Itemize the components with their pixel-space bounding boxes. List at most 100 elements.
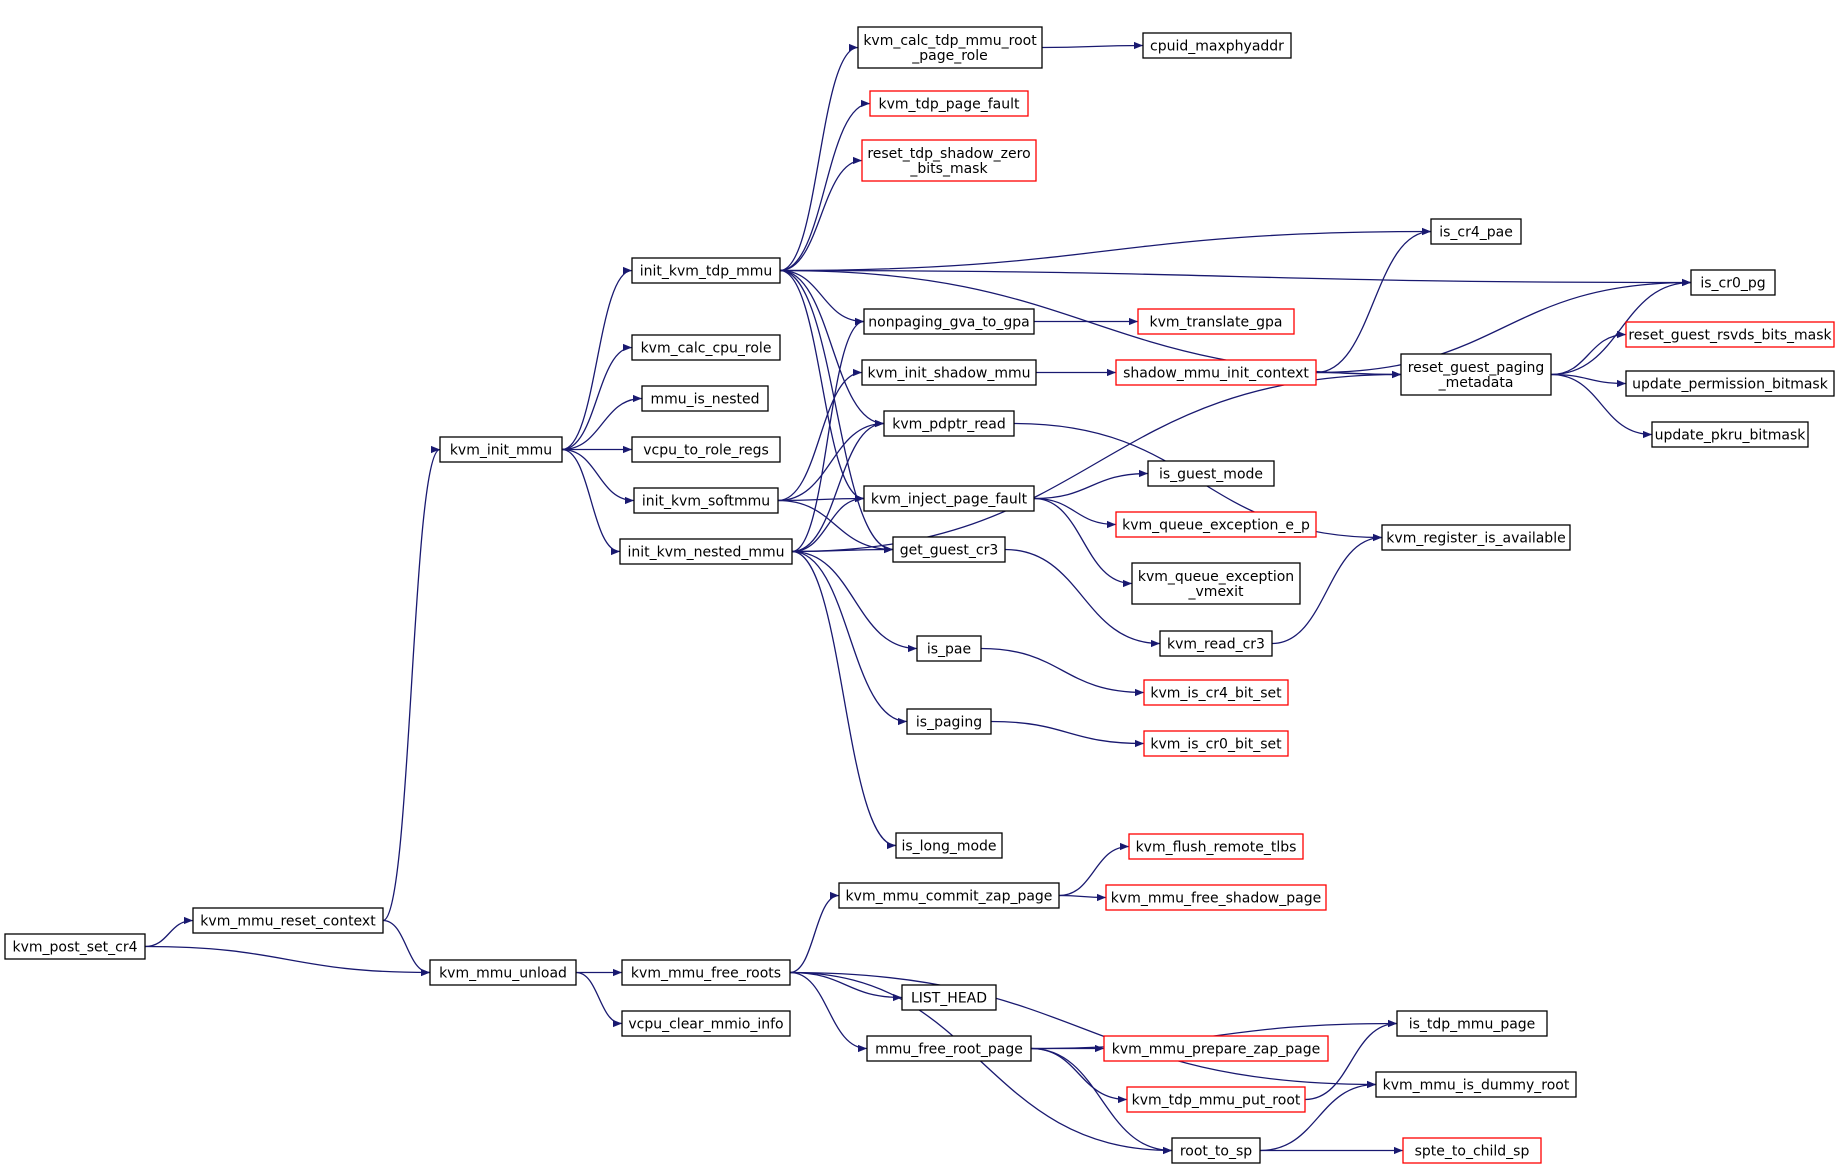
node-kvm_init_mmu[interactable]: kvm_init_mmu <box>439 436 563 463</box>
edge-init_kvm_nested_mmu-to-nonpaging_gva_to_gpa <box>791 317 865 553</box>
node-label: root_to_sp <box>1180 1144 1252 1160</box>
node-box <box>1375 1071 1577 1098</box>
edge-line <box>575 971 623 1028</box>
edge-line <box>1315 370 1402 379</box>
node-LIST_HEAD[interactable]: LIST_HEAD <box>901 984 997 1011</box>
node-kvm_init_shadow_mmu[interactable]: kvm_init_shadow_mmu <box>861 359 1037 386</box>
node-vcpu_to_role_regs[interactable]: vcpu_to_role_regs <box>631 436 781 463</box>
edge-kvm_init_mmu-to-init_kvm_tdp_mmu <box>561 266 633 451</box>
node-is_pae[interactable]: is_pae <box>916 635 982 662</box>
node-box <box>1105 884 1327 911</box>
edge-kvm_tdp_mmu_put_root-to-is_tdp_mmu_page <box>1304 1019 1398 1101</box>
node-label: kvm_flush_remote_tlbs <box>1136 840 1297 856</box>
node-label: update_permission_bitmask <box>1632 377 1829 393</box>
node-root_to_sp[interactable]: root_to_sp <box>1171 1137 1261 1164</box>
node-box <box>1103 1035 1329 1062</box>
node-box <box>1126 1086 1306 1113</box>
edge-line <box>382 446 441 922</box>
node-kvm_pdptr_read[interactable]: kvm_pdptr_read <box>883 410 1015 437</box>
node-reset_guest_rsvds_bits_mask[interactable]: reset_guest_rsvds_bits_mask <box>1625 321 1835 348</box>
node-kvm_is_cr0_bit_set[interactable]: kvm_is_cr0_bit_set <box>1143 730 1289 757</box>
node-kvm_inject_page_fault[interactable]: kvm_inject_page_fault <box>863 485 1035 512</box>
node-label: init_kvm_softmmu <box>642 494 770 510</box>
node-kvm_flush_remote_tlbs[interactable]: kvm_flush_remote_tlbs <box>1128 833 1304 860</box>
node-kvm_mmu_unload[interactable]: kvm_mmu_unload <box>429 959 577 986</box>
node-kvm_queue_exception_e_p[interactable]: kvm_queue_exception_e_p <box>1115 511 1317 538</box>
node-init_kvm_tdp_mmu[interactable]: init_kvm_tdp_mmu <box>631 257 781 284</box>
edge-kvm_mmu_commit_zap_page-to-kvm_flush_remote_tlbs <box>1058 842 1130 897</box>
edge-line <box>1550 278 1692 376</box>
edge-mmu_free_root_page-to-root_to_sp <box>1030 1047 1173 1155</box>
node-update_permission_bitmask[interactable]: update_permission_bitmask <box>1625 370 1835 397</box>
node-box <box>1115 359 1317 386</box>
edge-line <box>561 343 633 451</box>
node-label: kvm_mmu_commit_zap_page <box>846 889 1053 905</box>
edge-line <box>791 419 885 553</box>
edge-line <box>791 317 865 553</box>
node-init_kvm_softmmu[interactable]: init_kvm_softmmu <box>633 487 779 514</box>
node-box <box>861 139 1037 182</box>
node-kvm_translate_gpa[interactable]: kvm_translate_gpa <box>1137 308 1295 335</box>
node-init_kvm_nested_mmu[interactable]: init_kvm_nested_mmu <box>619 538 793 565</box>
node-kvm_register_is_available[interactable]: kvm_register_is_available <box>1381 524 1571 551</box>
node-label: _vmexit <box>1188 584 1244 600</box>
node-spte_to_child_sp[interactable]: spte_to_child_sp <box>1402 1137 1542 1164</box>
node-kvm_calc_tdp_mmu_root_page_role[interactable]: kvm_calc_tdp_mmu_root_page_role <box>857 26 1043 69</box>
node-mmu_free_root_page[interactable]: mmu_free_root_page <box>866 1035 1032 1062</box>
edge-init_kvm_tdp_mmu-to-is_cr4_pae <box>779 227 1432 272</box>
node-box <box>439 436 563 463</box>
edge-init_kvm_nested_mmu-to-kvm_inject_page_fault <box>791 494 865 553</box>
node-kvm_mmu_commit_zap_page[interactable]: kvm_mmu_commit_zap_page <box>838 882 1060 909</box>
edge-init_kvm_tdp_mmu-to-reset_tdp_shadow_zero_bits_mask <box>779 156 863 272</box>
edge-kvm_init_mmu-to-mmu_is_nested <box>561 394 643 451</box>
node-kvm_mmu_is_dummy_root[interactable]: kvm_mmu_is_dummy_root <box>1375 1071 1577 1098</box>
edge-line <box>382 919 431 977</box>
node-kvm_mmu_free_shadow_page[interactable]: kvm_mmu_free_shadow_page <box>1105 884 1327 911</box>
node-box <box>838 882 1060 909</box>
node-vcpu_clear_mmio_info[interactable]: vcpu_clear_mmio_info <box>621 1010 791 1037</box>
edge-shadow_mmu_init_context-to-reset_guest_paging_metadata <box>1315 370 1402 379</box>
node-get_guest_cr3[interactable]: get_guest_cr3 <box>892 536 1006 563</box>
node-reset_guest_paging_metadata[interactable]: reset_guest_paging_metadata <box>1400 353 1552 396</box>
edge-init_kvm_softmmu-to-get_guest_cr3 <box>777 499 894 554</box>
node-is_cr0_pg[interactable]: is_cr0_pg <box>1690 269 1776 296</box>
node-box <box>621 1010 791 1037</box>
node-is_guest_mode[interactable]: is_guest_mode <box>1147 460 1275 487</box>
node-box <box>901 984 997 1011</box>
edge-shadow_mmu_init_context-to-is_cr0_pg <box>1315 278 1692 374</box>
edge-line <box>777 494 865 503</box>
node-is_tdp_mmu_page[interactable]: is_tdp_mmu_page <box>1396 1010 1548 1037</box>
node-kvm_queue_exception_vmexit[interactable]: kvm_queue_exception_vmexit <box>1131 562 1301 605</box>
edge-line <box>980 647 1145 697</box>
edge-init_kvm_nested_mmu-to-is_long_mode <box>791 550 897 850</box>
node-box <box>1131 562 1301 605</box>
node-kvm_tdp_page_fault[interactable]: kvm_tdp_page_fault <box>869 90 1029 117</box>
edge-line <box>789 971 1377 1089</box>
node-is_long_mode[interactable]: is_long_mode <box>895 832 1003 859</box>
node-update_pkru_bitmask[interactable]: update_pkru_bitmask <box>1651 421 1809 448</box>
node-shadow_mmu_init_context[interactable]: shadow_mmu_init_context <box>1115 359 1317 386</box>
node-kvm_calc_cpu_role[interactable]: kvm_calc_cpu_role <box>631 334 781 361</box>
edge-init_kvm_nested_mmu-to-is_paging <box>791 550 908 726</box>
node-is_cr4_pae[interactable]: is_cr4_pae <box>1430 218 1522 245</box>
node-kvm_is_cr4_bit_set[interactable]: kvm_is_cr4_bit_set <box>1143 679 1289 706</box>
edge-kvm_mmu_free_roots-to-kvm_mmu_is_dummy_root <box>789 971 1377 1089</box>
edge-init_kvm_tdp_mmu-to-kvm_pdptr_read <box>779 269 885 428</box>
node-kvm_read_cr3[interactable]: kvm_read_cr3 <box>1159 630 1273 657</box>
node-mmu_is_nested[interactable]: mmu_is_nested <box>641 385 769 412</box>
node-kvm_mmu_reset_context[interactable]: kvm_mmu_reset_context <box>192 907 384 934</box>
node-box <box>1690 269 1776 296</box>
node-label: is_pae <box>927 642 971 658</box>
edge-line <box>779 43 859 272</box>
node-reset_tdp_shadow_zero_bits_mask[interactable]: reset_tdp_shadow_zero_bits_mask <box>861 139 1037 182</box>
edge-init_kvm_softmmu-to-kvm_init_shadow_mmu <box>777 368 863 502</box>
edge-kvm_mmu_free_roots-to-LIST_HEAD <box>789 971 903 1002</box>
node-is_paging[interactable]: is_paging <box>906 708 992 735</box>
node-cpuid_maxphyaddr[interactable]: cpuid_maxphyaddr <box>1142 32 1292 59</box>
node-label: kvm_tdp_mmu_put_root <box>1132 1093 1301 1109</box>
node-label: kvm_mmu_free_roots <box>631 966 781 982</box>
node-nonpaging_gva_to_gpa[interactable]: nonpaging_gva_to_gpa <box>863 308 1035 335</box>
node-kvm_mmu_prepare_zap_page[interactable]: kvm_mmu_prepare_zap_page <box>1103 1035 1329 1062</box>
node-kvm_mmu_free_roots[interactable]: kvm_mmu_free_roots <box>621 959 791 986</box>
node-kvm_tdp_mmu_put_root[interactable]: kvm_tdp_mmu_put_root <box>1126 1086 1306 1113</box>
